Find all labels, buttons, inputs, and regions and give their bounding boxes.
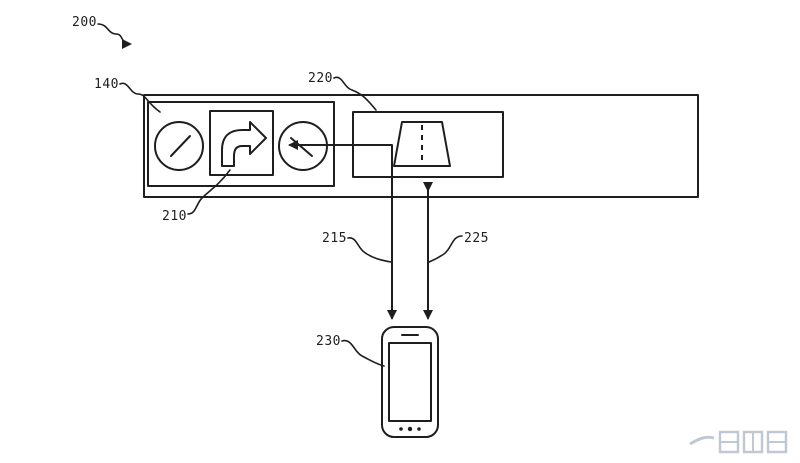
label-140: 140 [94,77,119,92]
label-210: 210 [162,209,187,224]
road-icon [394,122,450,166]
label-225: 225 [464,231,489,246]
left-gauge-icon [155,122,203,170]
leader-230 [342,341,384,366]
label-230: 230 [316,334,341,349]
leader-215 [348,238,391,262]
leader-225 [429,236,462,262]
leader-220 [334,77,376,110]
controller-to-cluster-arrow [290,145,392,170]
turn-right-arrow-icon [222,122,266,166]
label-200: 200 [72,15,97,30]
label-220: 220 [308,71,333,86]
leader-140 [120,83,160,112]
leader-200 [98,24,130,44]
smartphone-icon [382,327,438,437]
leader-210 [188,170,230,214]
watermark-logo [690,432,786,452]
navigation-display-box [210,111,273,175]
label-215: 215 [322,231,347,246]
